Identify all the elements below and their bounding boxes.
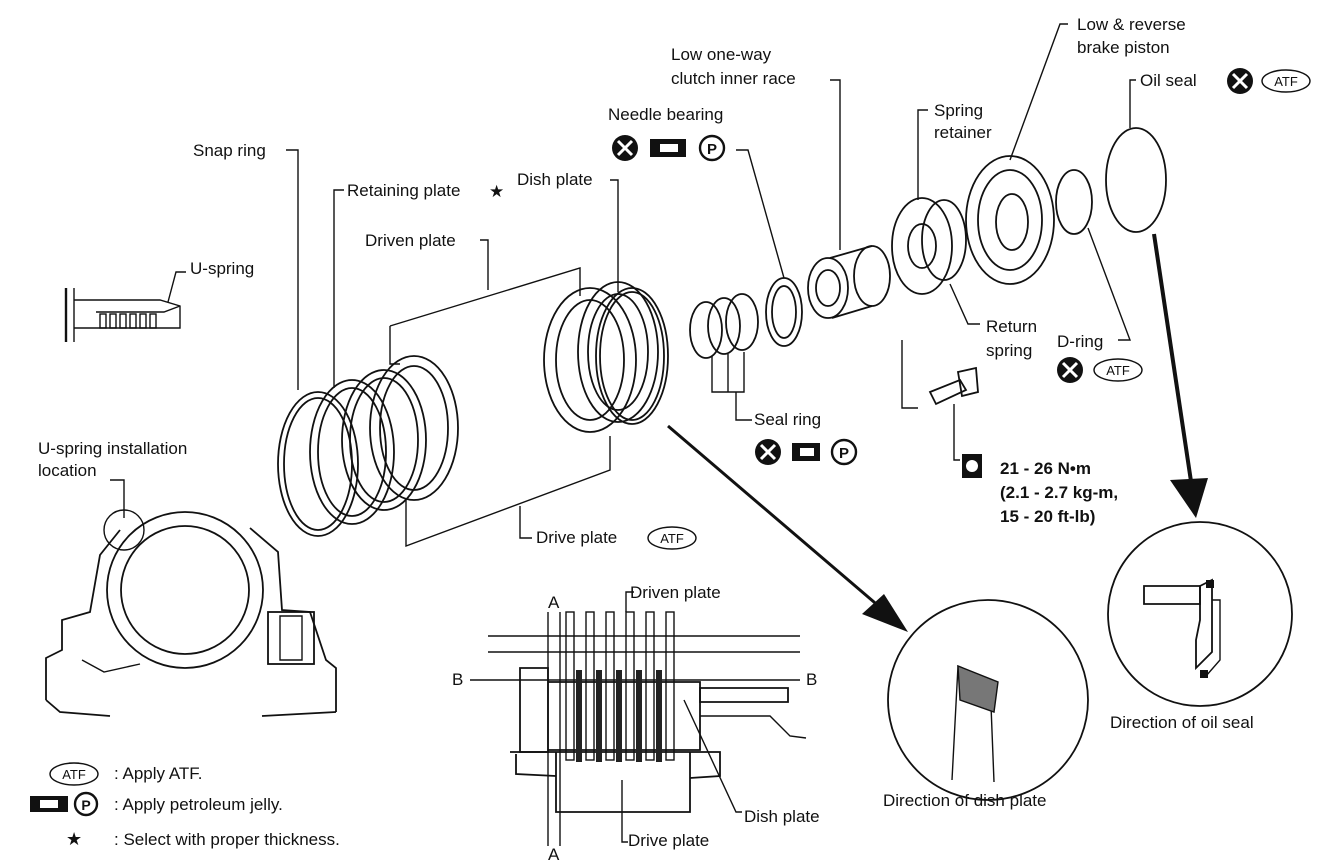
svg-text:ATF: ATF bbox=[62, 767, 86, 782]
lr-piston-label-2: brake piston bbox=[1077, 38, 1170, 57]
drive-plate-atf-symbol: ATF bbox=[647, 526, 697, 550]
return-spring-label-2: spring bbox=[986, 341, 1032, 360]
d-ring-symbols: ATF bbox=[1057, 357, 1143, 383]
retaining-plate: Retaining plate ★ bbox=[309, 181, 504, 525]
svg-text:ATF: ATF bbox=[1274, 74, 1298, 89]
low-oneway-label-1: Low one-way bbox=[671, 45, 772, 64]
legend-petroleum-row: P : Apply petroleum jelly. bbox=[30, 791, 283, 817]
low-reverse-brake-piston: Low & reverse brake piston bbox=[965, 15, 1186, 285]
oil-seal-direction-detail: Direction of oil seal bbox=[1107, 521, 1293, 732]
u-spring-teeth bbox=[99, 313, 157, 329]
u-spring-location-label-1: U-spring installation bbox=[38, 439, 187, 458]
drive-driven-plate-stack bbox=[341, 281, 659, 511]
oil-seal-label: Oil seal bbox=[1140, 71, 1197, 90]
legend-star-row: ★ : Select with proper thickness. bbox=[66, 829, 340, 850]
atf-symbol bbox=[49, 762, 99, 786]
low-oneway-clutch-inner-race: Low one-way clutch inner race bbox=[671, 45, 891, 319]
cross-section-plates bbox=[565, 611, 675, 762]
oil-seal: Oil seal ATF bbox=[1105, 68, 1311, 233]
section-a-bottom: A bbox=[548, 845, 560, 864]
legend-atf-row: ATF : Apply ATF. bbox=[49, 762, 203, 786]
dish-plate-direction-arrow bbox=[667, 424, 908, 632]
section-b-left: B bbox=[452, 670, 463, 689]
torque-value-3: 15 - 20 ft-lb) bbox=[1000, 507, 1095, 526]
u-spring-detail: U-spring bbox=[64, 259, 254, 342]
legend-petroleum-text: : Apply petroleum jelly. bbox=[114, 795, 283, 814]
d-ring-label: D-ring bbox=[1057, 332, 1103, 351]
bolt bbox=[901, 340, 979, 461]
section-a-top: A bbox=[548, 593, 560, 612]
driven-plate-callout: Driven plate bbox=[365, 231, 581, 365]
lr-piston-label-1: Low & reverse bbox=[1077, 15, 1186, 34]
return-spring-callout: Return spring bbox=[949, 283, 1037, 360]
svg-text:ATF: ATF bbox=[1106, 363, 1130, 378]
svg-text:P: P bbox=[707, 141, 717, 158]
oil-seal-direction-arrow bbox=[1152, 233, 1208, 518]
torque-value-2: (2.1 - 2.7 kg-m, bbox=[1000, 483, 1118, 502]
snap-ring-label: Snap ring bbox=[193, 141, 266, 160]
section-b-right: B bbox=[806, 670, 817, 689]
seal-rings: Seal ring P bbox=[689, 293, 858, 466]
needle-bearing-symbols: P bbox=[612, 134, 726, 162]
u-spring-label: U-spring bbox=[190, 259, 254, 278]
d-ring: D-ring ATF bbox=[1055, 169, 1143, 383]
cross-section-driven-label: Driven plate bbox=[630, 583, 721, 602]
oil-seal-symbols: ATF bbox=[1227, 68, 1311, 94]
needle-bearing-label: Needle bearing bbox=[608, 105, 723, 124]
svg-text:P: P bbox=[81, 797, 90, 813]
spring-retainer-label-2: retainer bbox=[934, 123, 992, 142]
torque-value-1: 21 - 26 N•m bbox=[1000, 459, 1091, 478]
star-icon: ★ bbox=[66, 829, 82, 850]
drive-plate-callout: Drive plate ATF bbox=[405, 436, 697, 550]
dish-plate-direction-detail: Direction of dish plate bbox=[883, 599, 1089, 810]
spring-retainer-label-1: Spring bbox=[934, 101, 983, 120]
needle-bearing: Needle bearing P bbox=[608, 105, 803, 347]
cross-section-drive-label: Drive plate bbox=[628, 831, 709, 850]
retaining-plate-star: ★ bbox=[489, 182, 504, 201]
dish-plate: Dish plate bbox=[517, 170, 669, 425]
low-oneway-label-2: clutch inner race bbox=[671, 69, 796, 88]
legend-atf-text: : Apply ATF. bbox=[114, 764, 203, 783]
svg-text:P: P bbox=[839, 445, 849, 462]
clutch-cross-section: Driven plate Dish plate Drive plate A A … bbox=[452, 583, 820, 864]
drive-plate-label: Drive plate bbox=[536, 528, 617, 547]
seal-ring-label: Seal ring bbox=[754, 410, 821, 429]
snap-ring: Snap ring bbox=[193, 141, 359, 537]
svg-text:ATF: ATF bbox=[660, 531, 684, 546]
dish-plate-direction-label: Direction of dish plate bbox=[883, 791, 1046, 810]
legend: ATF : Apply ATF. P : Apply petroleum jel… bbox=[30, 762, 340, 850]
driven-plate-label: Driven plate bbox=[365, 231, 456, 250]
return-spring-label-1: Return bbox=[986, 317, 1037, 336]
dish-plate-label: Dish plate bbox=[517, 170, 593, 189]
spring-retainer: Spring retainer bbox=[891, 101, 992, 295]
cross-section-dish-label: Dish plate bbox=[744, 807, 820, 826]
torque-spec: 21 - 26 N•m (2.1 - 2.7 kg-m, 15 - 20 ft-… bbox=[962, 454, 1118, 526]
u-spring-location-detail: U-spring installation location bbox=[38, 439, 337, 717]
seal-ring-symbols: P bbox=[755, 438, 858, 466]
retaining-plate-label: Retaining plate bbox=[347, 181, 460, 200]
u-spring-location-label-2: location bbox=[38, 461, 97, 480]
oil-seal-direction-label: Direction of oil seal bbox=[1110, 713, 1254, 732]
legend-star-text: : Select with proper thickness. bbox=[114, 830, 340, 849]
